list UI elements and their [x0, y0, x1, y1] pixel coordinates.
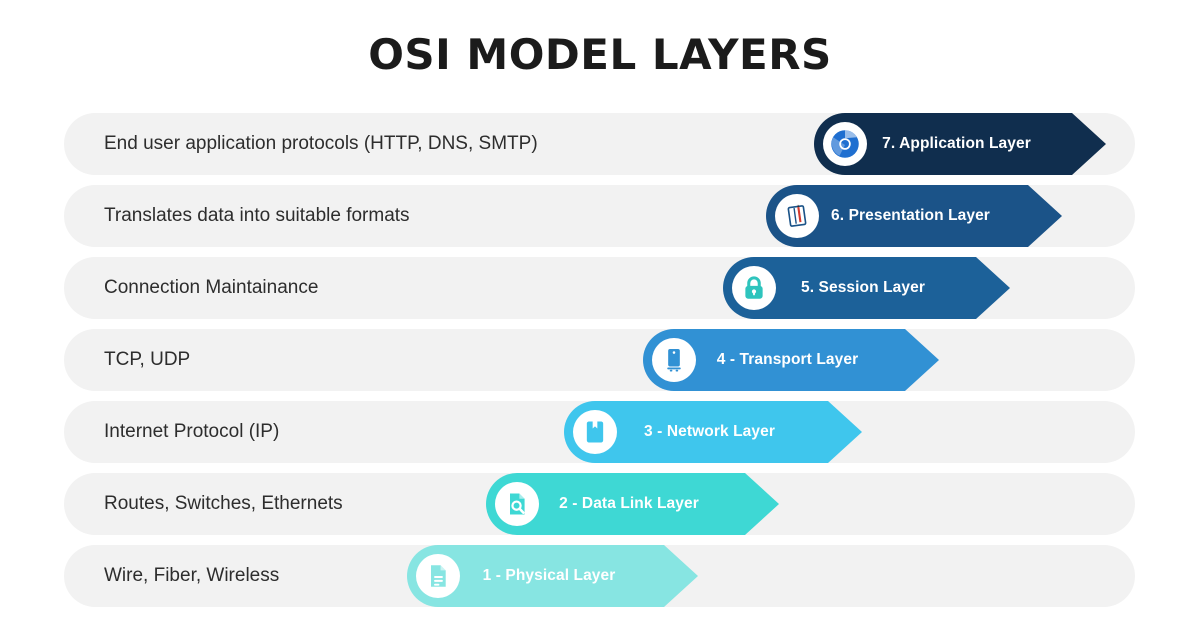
bookmark-icon [573, 410, 617, 454]
layer-arrow-tip [828, 401, 862, 463]
layer-arrow-tip [1072, 113, 1106, 175]
layer-row: Internet Protocol (IP) 3 - Network Layer [0, 401, 1200, 463]
layer-row: TCP, UDP 4 - Transport Layer [0, 329, 1200, 391]
layer-arrow-tip [664, 545, 698, 607]
layer-arrow-body: 6. Presentation Layer [766, 185, 1028, 247]
mobile-device-icon [652, 338, 696, 382]
layer-description: Internet Protocol (IP) [104, 421, 280, 442]
layer-arrow-body: 7. Application Layer [814, 113, 1072, 175]
layer-rows-container: End user application protocols (HTTP, DN… [0, 113, 1200, 617]
layer-row: Connection Maintainance 5. Session Layer [0, 257, 1200, 319]
layer-label-wrap: 4 - Transport Layer [696, 329, 905, 391]
layer-description-pill [64, 329, 1135, 391]
layer-description: Translates data into suitable formats [104, 205, 410, 226]
layer-arrow-body: 1 - Physical Layer [407, 545, 664, 607]
layer-arrow-banner[interactable]: 2 - Data Link Layer [486, 473, 779, 535]
layer-arrow-banner[interactable]: 4 - Transport Layer [643, 329, 939, 391]
layer-description: Connection Maintainance [104, 277, 319, 298]
layer-row: End user application protocols (HTTP, DN… [0, 113, 1200, 175]
layer-description: End user application protocols (HTTP, DN… [104, 133, 538, 154]
layer-label-wrap: 6. Presentation Layer [819, 185, 1028, 247]
layer-label-wrap: 1 - Physical Layer [460, 545, 664, 607]
layer-arrow-tip [976, 257, 1010, 319]
layer-arrow-banner[interactable]: 6. Presentation Layer [766, 185, 1062, 247]
layer-description: TCP, UDP [104, 349, 191, 370]
layer-description: Wire, Fiber, Wireless [104, 565, 280, 586]
page-title: OSI MODEL LAYERS [368, 30, 832, 79]
layer-arrow-body: 3 - Network Layer [564, 401, 828, 463]
layer-label-wrap: 7. Application Layer [867, 113, 1072, 175]
browser-icon [823, 122, 867, 166]
layer-arrow-banner[interactable]: 1 - Physical Layer [407, 545, 698, 607]
layer-row: Routes, Switches, Ethernets 2 - Data Link… [0, 473, 1200, 535]
layer-arrow-tip [905, 329, 939, 391]
layer-arrow-body: 5. Session Layer [723, 257, 976, 319]
layer-arrow-tip [1028, 185, 1062, 247]
layer-arrow-tip [745, 473, 779, 535]
layer-arrow-banner[interactable]: 3 - Network Layer [564, 401, 862, 463]
layer-label-wrap: 3 - Network Layer [617, 401, 828, 463]
layer-row: Wire, Fiber, Wireless 1 - Physical Layer [0, 545, 1200, 607]
layer-description: Routes, Switches, Ethernets [104, 493, 343, 514]
layer-label: 5. Session Layer [801, 279, 925, 296]
layer-label-wrap: 5. Session Layer [776, 257, 976, 319]
layer-label: 7. Application Layer [882, 135, 1031, 152]
layer-row: Translates data into suitable formats 6. … [0, 185, 1200, 247]
notepad-pen-icon [775, 194, 819, 238]
layer-label-wrap: 2 - Data Link Layer [539, 473, 745, 535]
document-icon [416, 554, 460, 598]
layer-arrow-banner[interactable]: 7. Application Layer [814, 113, 1106, 175]
layer-label: 4 - Transport Layer [716, 351, 859, 368]
layer-arrow-body: 2 - Data Link Layer [486, 473, 745, 535]
layer-label: 1 - Physical Layer [482, 567, 616, 584]
layer-label: 3 - Network Layer [644, 423, 775, 440]
layer-arrow-banner[interactable]: 5. Session Layer [723, 257, 1010, 319]
layer-arrow-body: 4 - Transport Layer [643, 329, 905, 391]
document-search-icon [495, 482, 539, 526]
layer-label: 6. Presentation Layer [831, 207, 990, 224]
layer-label: 2 - Data Link Layer [559, 495, 699, 512]
lock-icon [732, 266, 776, 310]
